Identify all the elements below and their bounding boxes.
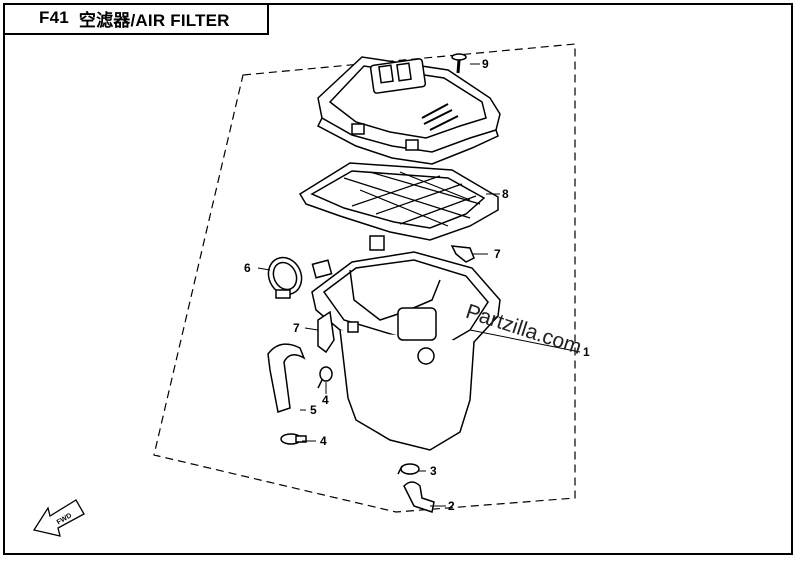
part-small-clamp-upper[interactable] (317, 366, 333, 389)
callout-7-upper: 7 (494, 247, 501, 261)
part-drain-hose[interactable] (403, 481, 435, 513)
part-filter-box[interactable] (311, 235, 501, 451)
drawing-frame (3, 3, 793, 555)
assembly-boundary (153, 43, 576, 513)
callout-2: 2 (448, 499, 455, 513)
part-filter-element[interactable] (298, 162, 499, 241)
part-small-clamp-lower[interactable] (280, 433, 307, 445)
part-hose-clamp-lower[interactable] (317, 310, 335, 354)
diagram-code: F41 (39, 8, 69, 27)
callout-4-upper: 4 (322, 393, 329, 407)
diagram-title: 空滤器/AIR FILTER (78, 10, 230, 30)
part-filter-cover[interactable] (317, 56, 501, 165)
part-hose-elbow[interactable] (267, 343, 306, 413)
part-screw[interactable] (451, 53, 467, 74)
fwd-direction-arrow: FWD (32, 499, 85, 537)
callout-6: 6 (244, 261, 251, 275)
callout-7-lower: 7 (293, 321, 300, 335)
part-hose-clamp-upper[interactable] (450, 245, 475, 263)
callout-1: 1 (583, 345, 590, 359)
title-box: F41 空滤器/AIR FILTER (3, 3, 269, 35)
part-drain-clamp[interactable] (397, 463, 420, 475)
callout-4-lower: 4 (320, 434, 327, 448)
callout-3: 3 (430, 464, 437, 478)
part-clamp-large[interactable] (262, 252, 307, 300)
callout-5: 5 (310, 403, 317, 417)
callout-8: 8 (502, 187, 509, 201)
leader-lines (257, 63, 581, 507)
callout-9: 9 (482, 57, 489, 71)
